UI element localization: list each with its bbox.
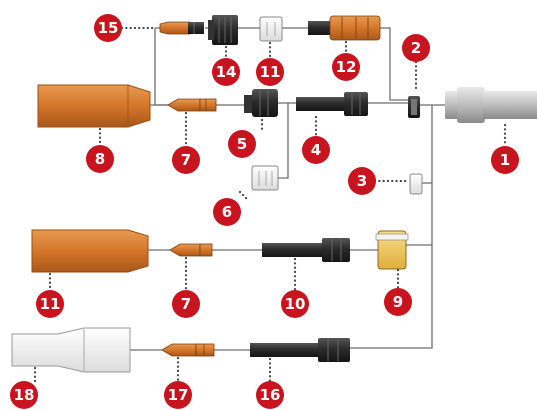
callout-8-label: 8 (95, 150, 105, 168)
part-2-o-ring (408, 96, 420, 118)
callout-3-label: 3 (357, 172, 367, 190)
part-6-insulator (251, 165, 279, 191)
callout-16: 16 (256, 381, 284, 409)
part-8-nozzle (37, 84, 151, 128)
callout-17-label: 17 (168, 386, 189, 404)
part-15-contact-tip (159, 21, 204, 35)
callout-12-label: 12 (336, 58, 357, 76)
callout-16-label: 16 (260, 386, 281, 404)
callout-10-label: 10 (285, 295, 306, 313)
callout-6: 6 (213, 198, 241, 226)
part-1-torch-neck (445, 87, 537, 123)
part-5-diffuser (244, 89, 278, 117)
callout-15: 15 (94, 14, 122, 42)
callout-2: 2 (402, 34, 430, 62)
callout-7-row3-label: 7 (181, 295, 191, 313)
callout-11-row3-label: 11 (40, 295, 61, 313)
callout-8: 8 (86, 145, 114, 173)
callout-1-label: 1 (500, 151, 510, 169)
part-9-insulator (375, 230, 409, 270)
callout-7-row2-label: 7 (181, 151, 191, 169)
callout-10: 10 (281, 290, 309, 318)
part-4-swan-neck-adapter (296, 92, 368, 116)
callout-5: 5 (228, 130, 256, 158)
part-17-contact-tip (161, 343, 215, 357)
callout-4: 4 (302, 136, 330, 164)
callout-11-row3: 11 (36, 290, 64, 318)
part-14-tip-holder (208, 15, 238, 45)
callout-11-top: 11 (256, 58, 284, 86)
callout-7-row2: 7 (172, 146, 200, 174)
part-11-nozzle (31, 229, 149, 273)
callout-5-label: 5 (237, 135, 247, 153)
callout-2-label: 2 (411, 39, 421, 57)
callout-14: 14 (212, 58, 240, 86)
callout-14-label: 14 (216, 63, 237, 81)
callout-15-label: 15 (98, 19, 119, 37)
connector-lines (130, 27, 445, 351)
callout-7-row3: 7 (172, 290, 200, 318)
callout-3: 3 (348, 167, 376, 195)
part-3-spring (409, 173, 423, 195)
callout-1: 1 (491, 146, 519, 174)
part-11-insulator-top (259, 16, 283, 42)
callout-4-label: 4 (311, 141, 321, 159)
callout-9: 9 (384, 288, 412, 316)
part-7-contact-tip-row3 (169, 243, 213, 257)
callout-12: 12 (332, 53, 360, 81)
part-16-tip-holder (250, 338, 350, 362)
callout-leaders (33, 26, 507, 386)
part-12-gas-diffuser (308, 15, 381, 41)
callout-18: 18 (10, 381, 38, 409)
callout-17: 17 (164, 381, 192, 409)
callout-18-label: 18 (14, 386, 35, 404)
part-10-tip-holder (262, 238, 350, 262)
part-7-contact-tip (167, 98, 217, 112)
callout-11-top-label: 11 (260, 63, 281, 81)
part-18-nozzle (11, 327, 131, 373)
callout-9-label: 9 (393, 293, 403, 311)
callout-6-label: 6 (222, 203, 232, 221)
